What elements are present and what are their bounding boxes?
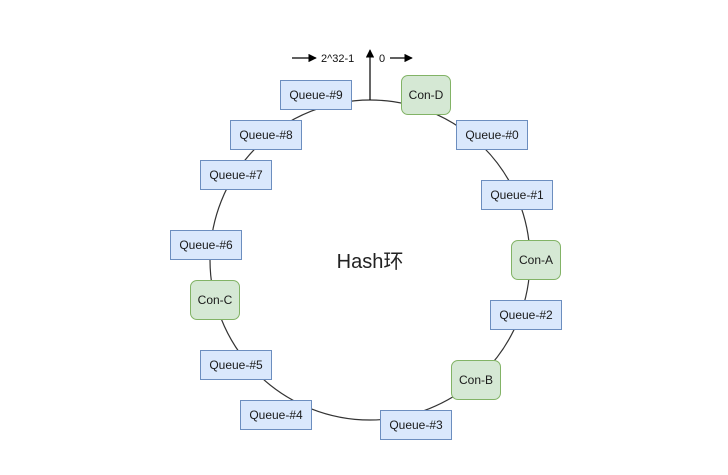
- zero-value-label: 0: [379, 53, 385, 65]
- queue-node-9: Queue-#9: [280, 80, 352, 110]
- queue-node-5: Queue-#5: [200, 350, 272, 380]
- max-value-label: 2^32-1: [321, 53, 354, 65]
- queue-node-4: Queue-#4: [240, 400, 312, 430]
- consumer-node-d: Con-D: [401, 75, 451, 115]
- queue-node-2: Queue-#2: [490, 300, 562, 330]
- queue-node-6: Queue-#6: [170, 230, 242, 260]
- queue-node-8: Queue-#8: [230, 120, 302, 150]
- queue-node-7: Queue-#7: [200, 160, 272, 190]
- queue-node-3: Queue-#3: [380, 410, 452, 440]
- queue-node-0: Queue-#0: [456, 120, 528, 150]
- consumer-node-a: Con-A: [511, 240, 561, 280]
- consumer-node-b: Con-B: [451, 360, 501, 400]
- queue-node-1: Queue-#1: [481, 180, 553, 210]
- consumer-node-c: Con-C: [190, 280, 240, 320]
- hash-ring-title: Hash环: [336, 250, 404, 273]
